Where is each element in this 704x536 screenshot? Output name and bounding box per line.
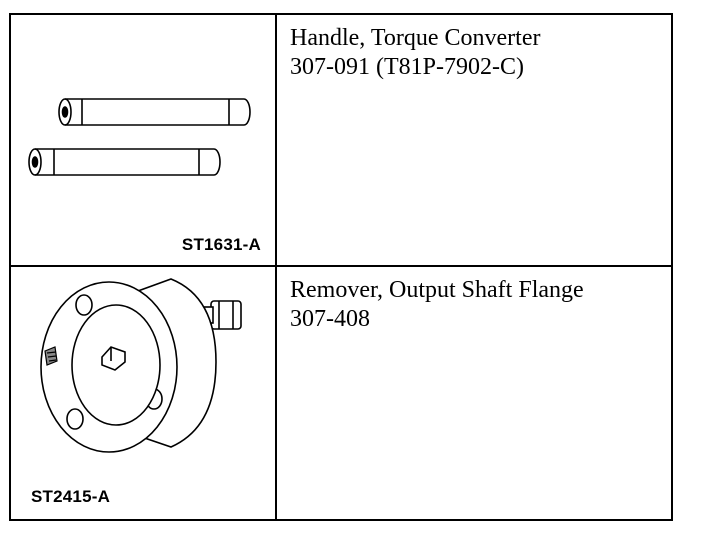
tool-description-cell: Handle, Torque Converter 307-091 (T81P-7…: [275, 13, 673, 267]
illustration-code: ST1631-A: [181, 235, 261, 254]
special-tools-table: ST1631-A Handle, Torque Converter 307-09…: [9, 13, 673, 521]
illustration-code: ST2415-A: [31, 487, 111, 506]
tool-number: 307-091 (T81P-7902-C): [290, 54, 524, 80]
tool-row: ST1631-A Handle, Torque Converter 307-09…: [9, 13, 673, 267]
tool-number: 307-408: [290, 306, 370, 332]
torque-converter-handle-bars-icon: [28, 98, 251, 176]
tool-name: Remover, Output Shaft Flange: [290, 277, 584, 303]
tool-illustration-cell: ST2415-A: [9, 265, 277, 521]
tool-row: ST2415-A Remover, Output Shaft Flange 30…: [9, 265, 673, 521]
tool-illustration-cell: ST1631-A: [9, 13, 277, 267]
output-shaft-flange-remover-icon: [40, 278, 242, 453]
tool-name: Handle, Torque Converter: [290, 25, 541, 51]
tool-description-cell: Remover, Output Shaft Flange 307-408: [275, 265, 673, 521]
